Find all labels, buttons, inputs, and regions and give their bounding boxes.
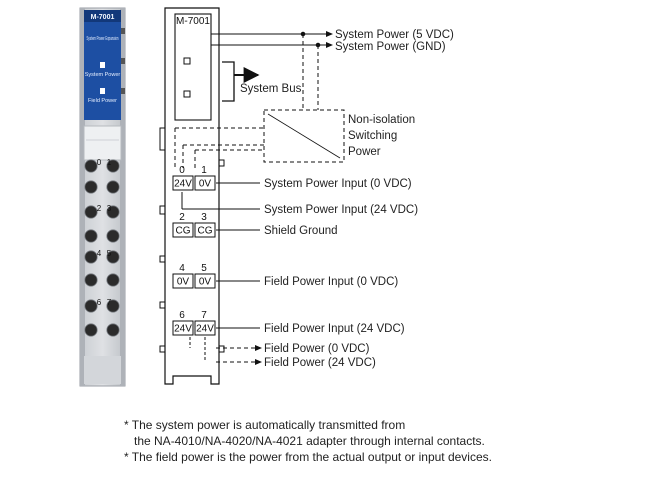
terminal-hole <box>84 159 98 173</box>
terminal-hole <box>106 250 120 264</box>
led-system-label: System Power <box>85 72 121 78</box>
footnote-line-1: * The system power is automatically tran… <box>124 418 406 432</box>
footnote-line-3: * The field power is the power from the … <box>124 450 492 464</box>
terminal-label-2: CG <box>176 226 191 237</box>
slot-label-0: 0 <box>97 158 102 167</box>
label-field-power-24v: Field Power (24 VDC) <box>264 357 376 369</box>
terminal-hole <box>84 323 98 337</box>
terminal-label-6: 24V <box>174 324 192 335</box>
terminal-box-6 <box>172 320 194 336</box>
terminal-hole <box>84 180 98 194</box>
module-outline <box>164 7 220 385</box>
terminal-hole <box>84 205 98 219</box>
terminal-label-3: CG <box>198 226 213 237</box>
terminal-box-4 <box>172 273 194 289</box>
terminal-hole <box>106 273 120 287</box>
terminal-hole <box>106 180 120 194</box>
terminal-number-0: 0 <box>179 165 185 176</box>
arrow-field-24v <box>255 359 262 365</box>
arrow-gnd <box>326 42 333 48</box>
label-system-input-24v: System Power Input (24 VDC) <box>264 204 418 216</box>
label-system-input-0v: System Power Input (0 VDC) <box>264 178 412 190</box>
module-description: System Power Expansion <box>87 36 119 42</box>
terminal-number-6: 6 <box>179 310 185 321</box>
slot-label-4: 4 <box>97 249 102 258</box>
slot-label-1: 1 <box>107 158 112 167</box>
terminal-number-7: 7 <box>201 310 207 321</box>
label-shield-ground: Shield Ground <box>264 225 338 237</box>
non-isolation-line1: Non-isolation <box>348 114 415 126</box>
terminal-hole <box>84 273 98 287</box>
terminal-hole <box>84 229 98 243</box>
internal-module-box <box>174 13 212 121</box>
switching-power-box <box>263 109 345 163</box>
slot-label-3: 3 <box>107 204 112 213</box>
footnote-line-2: the NA-4010/NA-4020/NA-4021 adapter thro… <box>124 434 485 448</box>
label-system-power-5v: System Power (5 VDC) <box>335 29 454 41</box>
terminal-hole <box>106 323 120 337</box>
label-field-power-0v: Field Power (0 VDC) <box>264 343 370 355</box>
schematic <box>159 7 345 385</box>
label-field-input-24v: Field Power Input (24 VDC) <box>264 323 405 335</box>
terminal-box-5 <box>194 273 216 289</box>
led-system-power-icon <box>100 62 105 68</box>
non-isolation-line2: Switching <box>348 130 397 142</box>
terminal-number-1: 1 <box>201 165 207 176</box>
footnotes: * The system power is automatically tran… <box>124 417 492 465</box>
module-window <box>83 125 122 161</box>
arrow-5v <box>326 31 333 37</box>
terminal-label-1: 0V <box>199 179 212 190</box>
led-field-power-icon <box>100 88 105 94</box>
system-bus-label: System Bus <box>240 83 302 95</box>
slot-label-7: 7 <box>107 298 112 307</box>
terminal-hole <box>84 299 98 313</box>
terminal-hole <box>106 229 120 243</box>
terminal-hole <box>84 250 98 264</box>
terminal-box-2 <box>172 222 194 238</box>
terminal-number-5: 5 <box>201 263 207 274</box>
label-field-input-0v: Field Power Input (0 VDC) <box>264 276 398 288</box>
non-isolation-line3: Power <box>348 146 381 158</box>
terminal-label-5: 0V <box>199 277 212 288</box>
terminal-hole <box>106 299 120 313</box>
module-model: M-7001 <box>91 14 115 21</box>
arrow-field-0v <box>255 345 262 351</box>
terminal-label-0: 24V <box>174 179 192 190</box>
slot-label-5: 5 <box>107 249 112 258</box>
terminal-label-7: 24V <box>196 324 214 335</box>
schematic-module-label: M-7001 <box>176 16 210 27</box>
terminal-number-4: 4 <box>179 263 185 274</box>
terminal-box-3 <box>194 222 216 238</box>
terminal-box-1 <box>194 175 216 191</box>
terminal-number-2: 2 <box>179 212 185 223</box>
terminal-label-4: 0V <box>177 277 190 288</box>
terminal-box-0 <box>172 175 194 191</box>
module-photo: M-7001 System Power Expansion System Pow… <box>79 7 126 387</box>
slot-label-6: 6 <box>97 298 102 307</box>
label-system-power-gnd: System Power (GND) <box>335 41 446 53</box>
terminal-hole <box>106 205 120 219</box>
terminal-hole <box>106 159 120 173</box>
led-field-label: Field Power <box>88 98 117 104</box>
terminal-number-3: 3 <box>201 212 207 223</box>
system-bus-bracket <box>222 61 235 102</box>
terminal-group: 0 24V 1 0V 2CG 3CG 4 0V 5 0V 6 24V 7 24V <box>172 165 216 336</box>
slot-label-2: 2 <box>97 204 102 213</box>
terminal-box-7 <box>194 320 216 336</box>
